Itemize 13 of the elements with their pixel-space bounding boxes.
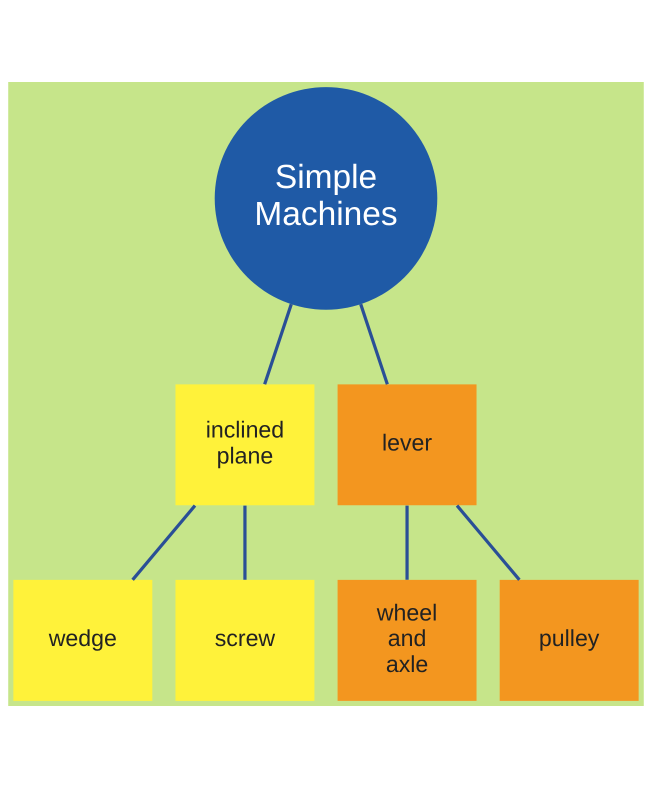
connector — [243, 506, 247, 580]
node-box: screw — [175, 580, 314, 701]
connector — [131, 504, 196, 581]
node-box: pulley — [500, 580, 639, 701]
node-box: lever — [338, 384, 477, 506]
node-circle: Simple Machines — [214, 87, 438, 310]
connector — [405, 506, 409, 580]
connector — [359, 304, 389, 385]
connector — [456, 504, 521, 581]
node-box: inclined plane — [175, 384, 314, 506]
node-box: wheel and axle — [338, 580, 477, 701]
node-box: wedge — [13, 580, 152, 701]
connector — [263, 304, 293, 385]
